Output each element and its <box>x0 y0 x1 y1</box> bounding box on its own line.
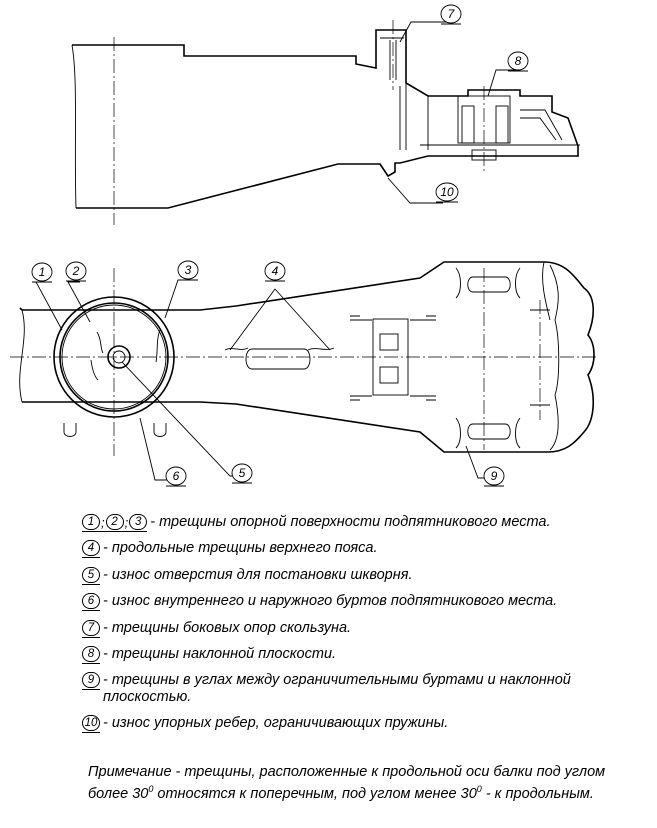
callout-6-label: 6 <box>173 469 180 483</box>
callout-1-label: 1 <box>39 265 46 279</box>
callout-3-label: 3 <box>185 263 192 277</box>
legend-text: - трещины наклонной плоскости. <box>103 645 337 662</box>
callout-2-label: 2 <box>72 264 80 278</box>
legend-marks: 1 ; 2 ; 3 <box>82 514 148 532</box>
callout-9: 9 <box>483 466 505 487</box>
legend-mark: 3 <box>129 514 148 530</box>
legend-mark: 2 <box>105 514 124 530</box>
callout-2: 2 <box>65 261 87 282</box>
legend-mark: 8 <box>82 645 100 662</box>
legend-marks: 7 <box>82 619 100 638</box>
legend-text: - трещины опорной поверхности подпятнико… <box>150 514 551 530</box>
legend-item: 10 - износ упорных ребер, ограничивающих… <box>82 714 642 733</box>
legend-text: - износ упорных ребер, ограничивающих пр… <box>103 714 449 731</box>
callout-5-label: 5 <box>239 466 246 480</box>
callout-4: 4 <box>264 261 286 282</box>
legend-separator: ; <box>101 514 105 530</box>
legend-text: - износ отверстия для постановки шкворня… <box>103 566 413 583</box>
note-text-2: относятся к поперечным, под углом менее … <box>153 785 477 802</box>
legend-mark: 6 <box>82 593 100 610</box>
callout-8: 8 <box>507 51 529 72</box>
callout-9-label: 9 <box>491 469 498 483</box>
plan-view <box>10 261 598 456</box>
legend-mark: 4 <box>82 540 100 557</box>
callout-3: 3 <box>177 260 199 281</box>
legend-mark: 10 <box>82 714 100 731</box>
legend-mark: 1 <box>82 514 100 530</box>
note-text-3: - к продольным. <box>481 785 594 802</box>
legend-item: 9 - трещины в углах между ограничительны… <box>82 672 642 706</box>
callout-1: 1 <box>31 262 53 283</box>
callout-10: 10 <box>435 182 459 203</box>
callout-7-label: 7 <box>448 7 456 21</box>
side-view <box>71 20 580 225</box>
legend-item: 4 - продольные трещины верхнего пояса. <box>82 540 642 559</box>
legend-text: - трещины в углах между ограничительными… <box>103 672 571 706</box>
callout-6: 6 <box>165 466 187 487</box>
legend-item: 1 ; 2 ; 3 - трещины опорной поверхности … <box>82 514 642 532</box>
legend-mark: 9 <box>82 672 100 689</box>
callout-4-label: 4 <box>272 264 279 278</box>
legend-marks: 8 <box>82 645 100 664</box>
note-text-1: Примечание - трещины, расположенные к пр… <box>88 764 606 802</box>
legend-text: - продольные трещины верхнего пояса. <box>103 540 378 557</box>
callout-8-label: 8 <box>515 54 522 68</box>
legend-marks: 10 <box>82 714 100 733</box>
legend-text: - трещины боковых опор скользуна. <box>103 619 352 636</box>
note-degree-1: 0 <box>148 784 154 794</box>
legend-separator: ; <box>124 514 129 530</box>
callout-7: 7 <box>440 4 462 25</box>
callout-5: 5 <box>231 463 253 484</box>
legend-item: 8 - трещины наклонной плоскости. <box>82 645 642 664</box>
legend-item: 5 - износ отверстия для постановки шквор… <box>82 566 642 585</box>
legend-marks: 5 <box>82 566 100 585</box>
legend-mark: 5 <box>82 566 100 583</box>
legend-marks: 4 <box>82 540 100 559</box>
callout-10-label: 10 <box>440 185 454 199</box>
note-degree-2: 0 <box>476 784 482 794</box>
note: Примечание - трещины, расположенные к пр… <box>88 764 633 803</box>
legend-item: 6 - износ внутреннего и наружного буртов… <box>82 593 642 612</box>
legend-mark: 7 <box>82 619 100 636</box>
legend: 1 ; 2 ; 3 - трещины опорной поверхности … <box>82 514 642 741</box>
legend-marks: 9 <box>82 672 100 691</box>
legend-item: 7 - трещины боковых опор скользуна. <box>82 619 642 638</box>
legend-text: - износ внутреннего и наружного буртов п… <box>103 593 558 610</box>
legend-marks: 6 <box>82 593 100 612</box>
bolster-drawing: 7 8 10 1 2 3 4 6 5 9 <box>10 4 598 487</box>
